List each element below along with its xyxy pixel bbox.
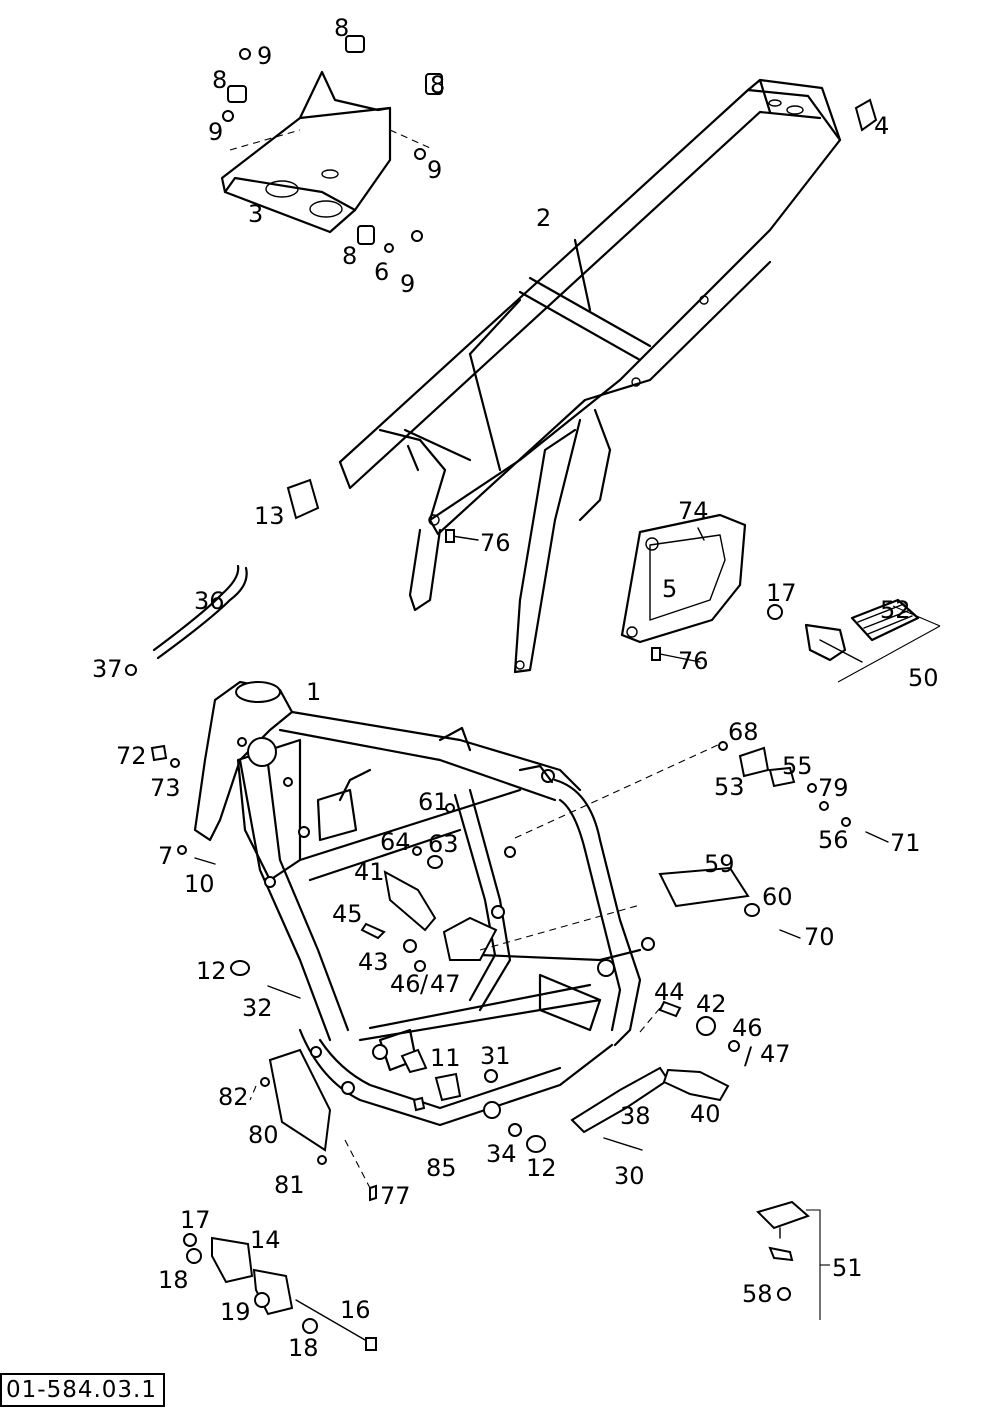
callout-42: 42 <box>696 990 727 1018</box>
callout-1: 1 <box>306 678 321 706</box>
callout-79: 79 <box>818 774 849 802</box>
callout-18: 18 <box>288 1334 319 1362</box>
callout-44: 44 <box>654 978 685 1006</box>
callout-8: 8 <box>212 66 227 94</box>
callout-70: 70 <box>804 923 835 951</box>
callout-41: 41 <box>354 858 385 886</box>
callout-slash: / <box>420 970 429 998</box>
callout-8: 8 <box>342 242 357 270</box>
skid-plate-hardware <box>222 35 443 253</box>
callout-9: 9 <box>400 270 415 298</box>
callout-32: 32 <box>242 994 273 1022</box>
drawing-number-label: 01-584.03.1 <box>0 1373 165 1407</box>
callout-37: 37 <box>92 655 123 683</box>
bracket-set-part <box>183 1233 377 1351</box>
callout-16: 16 <box>340 1296 371 1324</box>
callout-68: 68 <box>728 718 759 746</box>
callout-3: 3 <box>248 200 263 228</box>
skid-plate-part <box>220 70 431 234</box>
callout-31: 31 <box>480 1042 511 1070</box>
callout-71: 71 <box>890 829 921 857</box>
callout-36: 36 <box>194 587 225 615</box>
callout-17: 17 <box>180 1206 211 1234</box>
callout-55: 55 <box>782 752 813 780</box>
callout-56: 56 <box>818 826 849 854</box>
callout-30: 30 <box>614 1162 645 1190</box>
callout-12: 12 <box>526 1154 557 1182</box>
hose-part <box>125 564 248 676</box>
callout-61: 61 <box>418 788 449 816</box>
callout-14: 14 <box>250 1226 281 1254</box>
stand-pad-part <box>756 1200 830 1320</box>
callout-51: 51 <box>832 1254 863 1282</box>
subframe-part <box>338 78 842 674</box>
callout-82: 82 <box>218 1083 249 1111</box>
callout-72: 72 <box>116 742 147 770</box>
callout-50: 50 <box>908 664 939 692</box>
callout-63: 63 <box>428 830 459 858</box>
callout-13: 13 <box>254 502 285 530</box>
callout-58: 58 <box>742 1280 773 1308</box>
callout-74: 74 <box>678 497 709 525</box>
side-bracket-part <box>620 513 747 644</box>
callout-labels: 8 9 8 8 9 9 4 3 2 8 6 9 13 74 76 5 17 36… <box>92 14 939 1362</box>
callout-slash: / <box>744 1042 753 1070</box>
callout-46: 46 <box>390 970 421 998</box>
callout-19: 19 <box>220 1298 251 1326</box>
callout-43: 43 <box>358 948 389 976</box>
callout-52: 52 <box>880 596 911 624</box>
callout-34: 34 <box>486 1140 517 1168</box>
callout-8: 8 <box>430 71 445 99</box>
rubber-plug-part <box>854 98 878 132</box>
callout-17: 17 <box>766 579 797 607</box>
frame-hardware <box>150 741 889 1202</box>
callout-10: 10 <box>184 870 215 898</box>
callout-47: 47 <box>760 1040 791 1068</box>
callout-6: 6 <box>374 258 389 286</box>
rubber-block-part <box>286 478 320 520</box>
callout-9: 9 <box>257 42 272 70</box>
callout-18: 18 <box>158 1266 189 1294</box>
callout-64: 64 <box>380 828 411 856</box>
callout-85: 85 <box>426 1154 457 1182</box>
callout-9: 9 <box>208 118 223 146</box>
callout-47: 47 <box>430 970 461 998</box>
callout-12: 12 <box>196 957 227 985</box>
callout-9: 9 <box>427 156 442 184</box>
screw-76 <box>445 529 701 663</box>
callout-7: 7 <box>158 842 173 870</box>
callout-4: 4 <box>874 112 889 140</box>
callout-81: 81 <box>274 1171 305 1199</box>
callout-73: 73 <box>150 774 181 802</box>
callout-8: 8 <box>334 14 349 42</box>
callout-2: 2 <box>536 204 551 232</box>
callout-53: 53 <box>714 773 745 801</box>
leader-lines <box>249 743 721 1189</box>
callout-77: 77 <box>380 1182 411 1210</box>
callout-11: 11 <box>430 1044 461 1072</box>
callout-45: 45 <box>332 900 363 928</box>
callout-76: 76 <box>480 529 511 557</box>
callout-59: 59 <box>704 850 735 878</box>
footrest-part <box>767 598 941 683</box>
callout-76: 76 <box>678 647 709 675</box>
callout-38: 38 <box>620 1102 651 1130</box>
callout-80: 80 <box>248 1121 279 1149</box>
callout-46: 46 <box>732 1014 763 1042</box>
callout-40: 40 <box>690 1100 721 1128</box>
callout-5: 5 <box>662 575 677 603</box>
callout-60: 60 <box>762 883 793 911</box>
main-frame-part <box>193 680 655 1127</box>
